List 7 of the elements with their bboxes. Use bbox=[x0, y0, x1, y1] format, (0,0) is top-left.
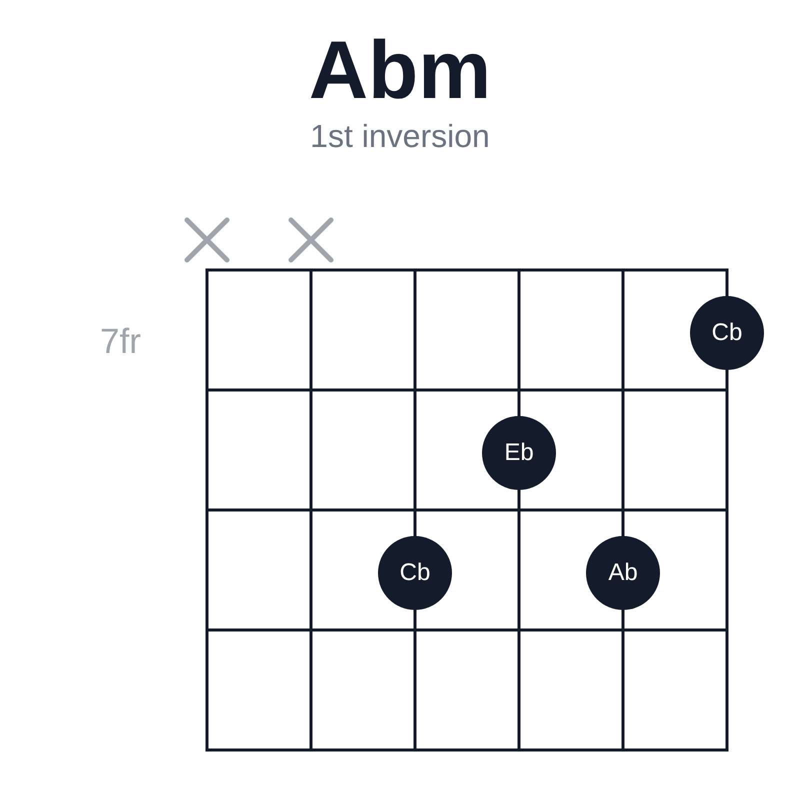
fret-number: 7fr bbox=[100, 322, 141, 362]
chord-name: Abm bbox=[308, 26, 492, 116]
subtitle: 1st inversion bbox=[309, 117, 491, 156]
note-name: Eb bbox=[504, 439, 534, 467]
note-name: Ab bbox=[608, 559, 638, 587]
note-name: Cb bbox=[400, 559, 430, 587]
note-name: Cb bbox=[712, 319, 742, 347]
